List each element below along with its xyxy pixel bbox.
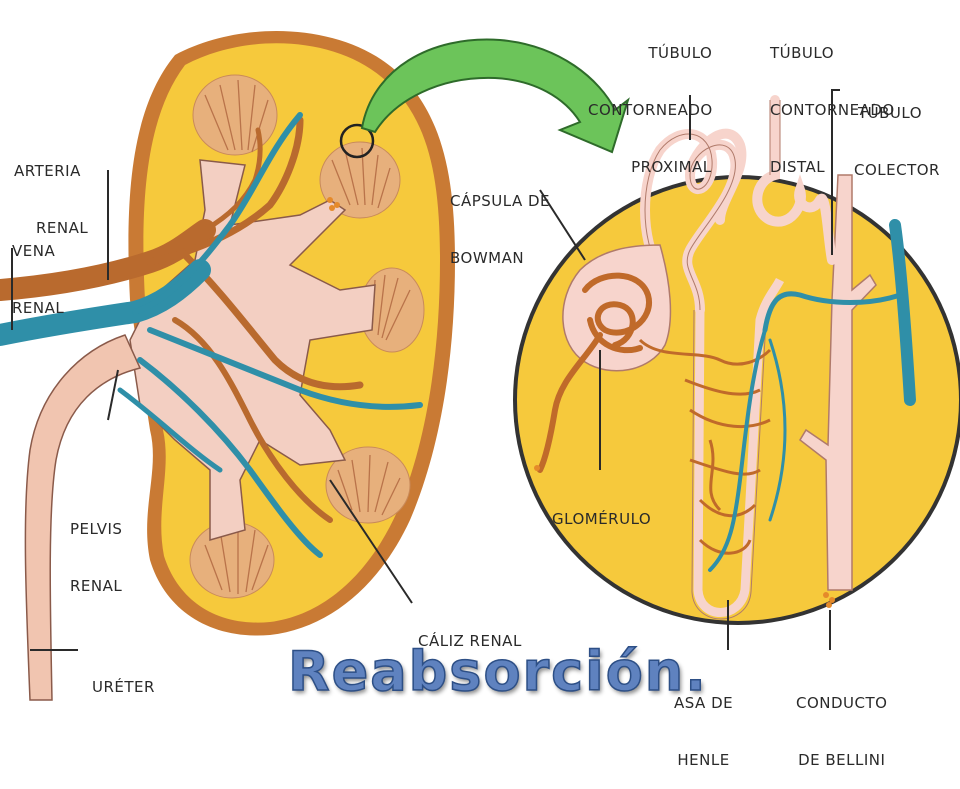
label-vena-renal-line1: VENA xyxy=(12,242,56,260)
label-proximal-line1: TÚBULO xyxy=(648,44,713,62)
label-caliz-renal: CÁLIZ RENAL xyxy=(418,594,522,670)
label-proximal-line3: PROXIMAL xyxy=(631,158,712,176)
label-distal-line2: CONTORNEADO xyxy=(770,101,895,119)
label-caliz-renal-text: CÁLIZ RENAL xyxy=(418,632,522,650)
label-distal-line1: TÚBULO xyxy=(770,44,835,62)
label-arteria-renal: ARTERIA RENAL xyxy=(14,124,88,257)
glomerulus-dots xyxy=(327,197,340,211)
label-pelvis-renal-line1: PELVIS xyxy=(70,520,123,538)
label-colector-line2: COLECTOR xyxy=(854,161,940,179)
collecting-duct xyxy=(799,174,877,591)
label-ureter-text: URÉTER xyxy=(92,678,155,696)
label-tubulo-proximal: TÚBULO CONTORNEADO PROXIMAL xyxy=(588,6,713,196)
label-distal-line3: DISTAL xyxy=(770,158,826,176)
label-proximal-line2: CONTORNEADO xyxy=(588,101,713,119)
bowman-capsule xyxy=(562,244,672,372)
label-capsula-line1: CÁPSULA DE xyxy=(450,192,551,210)
loop-of-henle xyxy=(693,277,785,617)
kidney-nephron-diagram xyxy=(0,31,960,701)
label-capsula-line2: BOWMAN xyxy=(450,249,525,267)
label-tubulo-colector: TÚBULO COLECTOR xyxy=(854,66,940,199)
leader-lines xyxy=(11,89,840,651)
label-tubulo-distal: TÚBULO CONTORNEADO DISTAL xyxy=(770,6,895,196)
label-henle-line1: ASA DE xyxy=(674,694,734,712)
kidney xyxy=(0,31,455,701)
label-bellini-line1: CONDUCTO xyxy=(796,694,888,712)
label-ureter: URÉTER xyxy=(92,640,155,716)
renal-vein-branches xyxy=(0,112,423,558)
label-capsula-bowman: CÁPSULA DE BOWMAN xyxy=(450,154,550,287)
label-conducto-bellini: CONDUCTO DE BELLINI xyxy=(796,656,887,789)
nephron-zoom xyxy=(513,95,960,625)
nephron-highlight-circle xyxy=(339,123,375,159)
label-bellini-line2: DE BELLINI xyxy=(798,751,886,769)
renal-artery-branches xyxy=(0,116,364,523)
label-glomerulo: GLOMÉRULO xyxy=(552,472,651,548)
label-vena-renal: VENA RENAL xyxy=(12,204,64,337)
label-vena-renal-line2: RENAL xyxy=(12,299,65,317)
magnify-arrow xyxy=(360,38,630,154)
slide-title: Reabsorción. xyxy=(287,639,708,704)
label-arteria-renal-line2: RENAL xyxy=(36,219,89,237)
glomerulus xyxy=(537,272,653,473)
vein-capillaries xyxy=(708,219,916,572)
label-henle-line2: HENLE xyxy=(677,751,730,769)
distal-tubule xyxy=(752,95,837,265)
duct-end-dots xyxy=(534,465,835,608)
label-arteria-renal-line1: ARTERIA xyxy=(14,162,81,180)
label-pelvis-renal: PELVIS RENAL xyxy=(70,482,122,615)
label-pelvis-renal-line2: RENAL xyxy=(70,577,123,595)
ureter xyxy=(24,334,142,701)
label-glomerulo-text: GLOMÉRULO xyxy=(552,510,652,528)
label-colector-line1: TÚBULO xyxy=(858,104,923,122)
